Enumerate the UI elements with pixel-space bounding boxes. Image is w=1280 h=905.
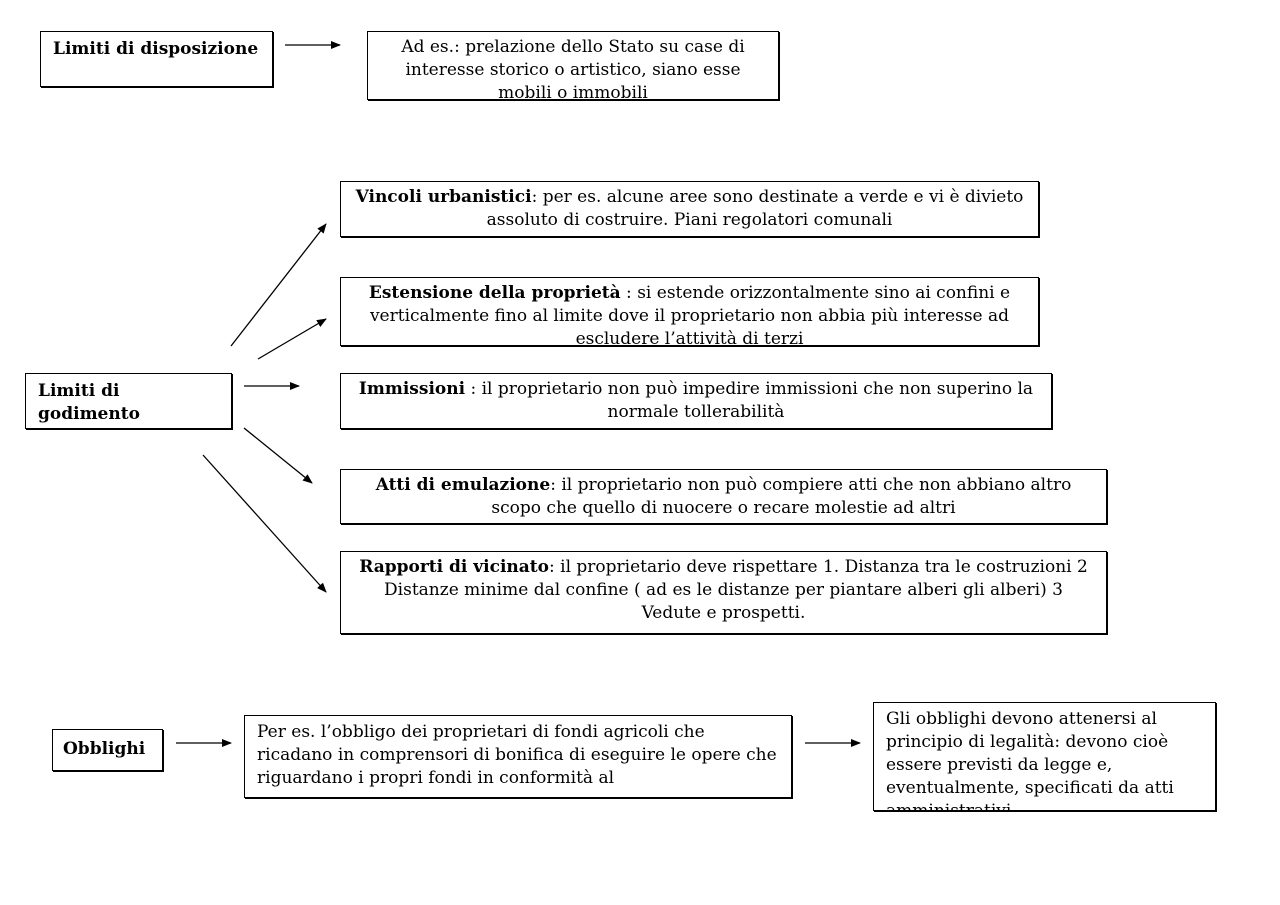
legalita-box: Gli obblighi devono attenersi al princip… <box>873 702 1216 811</box>
estensione-text: : si estende orizzontalmente sino ai con… <box>369 283 1011 346</box>
vicinato-text: : il proprietario deve rispettare 1. Dis… <box>384 557 1088 623</box>
obblighi-box: Obblighi <box>52 729 163 771</box>
limiti-disposizione-box: Limiti di disposizione <box>40 31 273 87</box>
legalita-text: Gli obblighi devono attenersi al princip… <box>886 709 1174 811</box>
vicinato-title: Rapporti di vicinato <box>359 557 549 577</box>
arrow-estensione <box>257 318 327 360</box>
limiti-godimento-label: Limiti di godimento <box>38 381 140 424</box>
obblighi-label: Obblighi <box>63 739 146 759</box>
arrow-emulazione <box>243 427 313 484</box>
estensione-box: Estensione della proprietà : si estende … <box>340 277 1039 346</box>
vincoli-title: Vincoli urbanistici <box>355 187 532 207</box>
emulazione-text: : il proprietario non può compiere atti … <box>491 475 1072 518</box>
emulazione-box: Atti di emulazione: il proprietario non … <box>340 469 1107 524</box>
emulazione-title: Atti di emulazione <box>375 475 551 495</box>
vincoli-text: : per es. alcune aree sono destinate a v… <box>486 187 1024 230</box>
disposizione-example-box: Ad es.: prelazione dello Stato su case d… <box>367 31 779 100</box>
limiti-disposizione-label: Limiti di disposizione <box>53 39 259 59</box>
immissioni-title: Immissioni <box>358 379 466 399</box>
arrow-vicinato <box>202 454 327 593</box>
obblighi-example-box: Per es. l’obbligo dei proprietari di fon… <box>244 715 792 798</box>
estensione-title: Estensione della proprietà <box>368 283 621 303</box>
immissioni-box: Immissioni : il proprietario non può imp… <box>340 373 1052 429</box>
obblighi-example-text: Per es. l’obbligo dei proprietari di fon… <box>257 722 777 788</box>
arrow-vincoli <box>230 223 327 347</box>
disposizione-example-text: Ad es.: prelazione dello Stato su case d… <box>401 37 745 100</box>
limiti-godimento-box: Limiti di godimento <box>25 373 232 429</box>
vicinato-box: Rapporti di vicinato: il proprietario de… <box>340 551 1107 634</box>
immissioni-text: : il proprietario non può impedire immis… <box>465 379 1034 422</box>
vincoli-box: Vincoli urbanistici: per es. alcune aree… <box>340 181 1039 237</box>
